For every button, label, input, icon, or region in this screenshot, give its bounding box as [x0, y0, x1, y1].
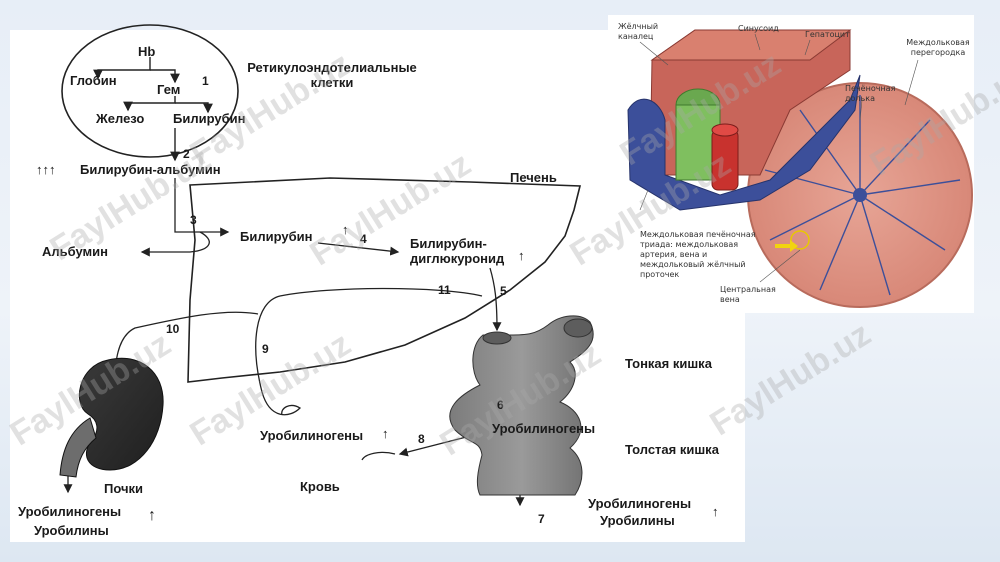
label-stool-up: ↑ — [712, 504, 719, 519]
label-interlobular-septum: Междольковая перегородка — [906, 38, 970, 57]
label-stool-urobilins: Уробилины — [600, 513, 675, 528]
kidney-shape — [78, 357, 164, 471]
label-diglucuronide-up: ↑ — [518, 248, 525, 263]
liver-outline — [187, 177, 582, 383]
label-bilirubin-diglucuronide: Билирубин-диглюкуронид — [410, 236, 505, 266]
label-iron: Железо — [96, 111, 145, 126]
label-blood: Кровь — [300, 479, 340, 494]
label-albumin: Альбумин — [42, 244, 109, 259]
label-bilirubin-cell: Билирубин — [173, 111, 246, 126]
label-bilirubin-liver: Билирубин — [240, 229, 313, 244]
label-globin: Глобин — [70, 73, 117, 88]
step-6: 6 — [497, 398, 504, 412]
label-urine-up: ↑ — [148, 507, 156, 524]
label-urine-urobilins: Уробилины — [34, 523, 109, 538]
label-reticuloendothelial: Ретикулоэндотелиальные клетки — [247, 60, 417, 90]
label-portal-triad: Междольковая печёночная триада: междольк… — [640, 230, 756, 279]
step-4: 4 — [360, 232, 367, 246]
step-2: 2 — [183, 147, 190, 161]
small-intestine-opening — [563, 318, 593, 338]
step-10: 10 — [166, 322, 180, 336]
step-11: 11 — [438, 283, 451, 297]
yellow-arrow — [775, 240, 798, 252]
duodenum-opening — [482, 331, 512, 345]
label-heme: Гем — [157, 82, 181, 97]
step-3: 3 — [190, 213, 197, 227]
label-urobilinogens-blood: Уробилиногены — [260, 428, 364, 443]
artery-shape — [711, 129, 739, 191]
label-bilirubin-up: ↑ — [342, 222, 349, 237]
step-7: 7 — [538, 512, 545, 526]
label-bile-canaliculus: Жёлчный каналец — [618, 22, 659, 41]
label-stool-urobilinogens: Уробилиногены — [588, 496, 692, 511]
step-5: 5 — [500, 284, 507, 298]
label-urine-urobilinogens: Уробилиногены — [18, 504, 122, 519]
label-bilirubin-albumin: Билирубин-альбумин — [80, 162, 221, 177]
label-small-intestine: Тонкая кишка — [625, 356, 712, 371]
intestine-shape — [449, 315, 594, 496]
vein-shape — [627, 74, 861, 211]
label-hb: Hb — [138, 44, 156, 59]
label-large-intestine: Толстая кишка — [625, 442, 719, 457]
reticuloendothelial-cell — [61, 24, 239, 158]
label-urobilinogens-blood-up: ↑ — [382, 426, 389, 441]
label-central-vein: Центральная вена — [720, 285, 776, 304]
step-1: 1 — [202, 74, 209, 88]
step-9: 9 — [262, 342, 269, 356]
label-up-arrows: ↑↑↑ — [36, 162, 56, 177]
label-liver: Печень — [510, 170, 557, 185]
step-8: 8 — [418, 432, 425, 446]
label-sinusoid: Синусоид — [738, 24, 779, 33]
central-vein-dot — [853, 188, 867, 202]
label-kidneys: Почки — [104, 481, 144, 496]
ureter-shape — [59, 417, 97, 478]
label-hepatic-lobule: Печёночная долька — [845, 84, 896, 103]
label-urobilinogens-gut: Уробилиногены — [492, 421, 596, 436]
label-hepatocyte: Гепатоцит — [805, 30, 850, 39]
